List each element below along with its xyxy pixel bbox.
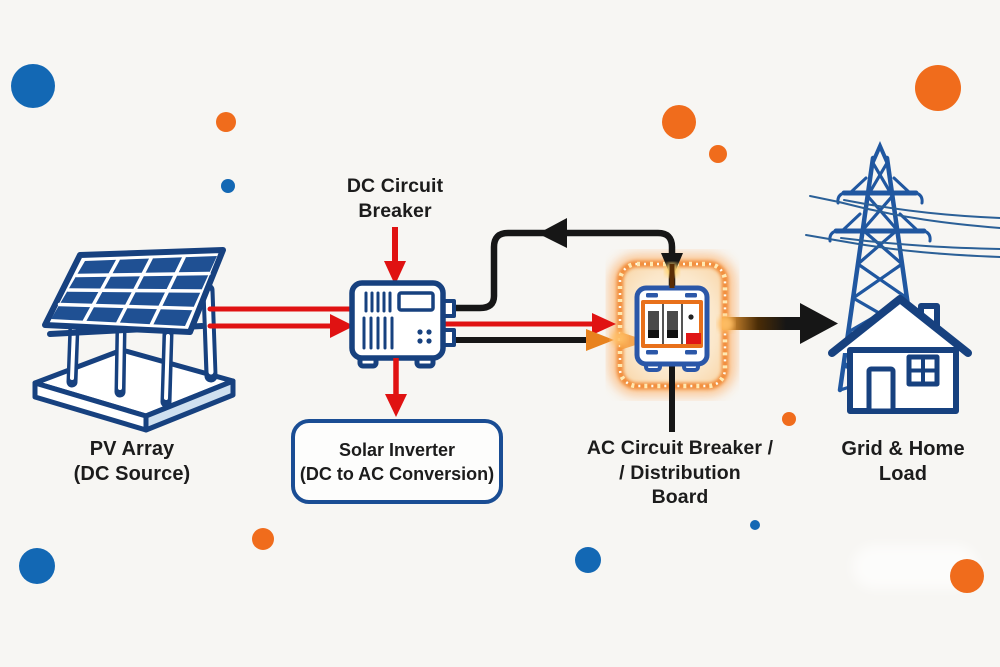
decor-dot-orange-1 (216, 112, 236, 132)
decor-dot-orange-6 (782, 412, 796, 426)
decor-dot-orange-7 (950, 559, 984, 593)
dc-breaker-label: DC Circuit Breaker (346, 175, 444, 222)
inverter-label-box: Solar Inverter (DC to AC Conversion) (291, 419, 503, 504)
decor-dot-orange-5 (252, 528, 274, 550)
dc-wires-pv-to-inverter (207, 306, 355, 338)
grid-home-label: Grid & Home Load (841, 438, 965, 485)
ac-breaker-label: AC Circuit Breaker / / Distribution Boar… (586, 437, 774, 508)
pv-array-label: PV Array (DC Source) (73, 438, 191, 485)
glow-flares (611, 263, 734, 346)
decor-dot-blue-4 (750, 520, 760, 530)
decor-dot-blue-5 (575, 547, 601, 573)
decor-dot-orange-4 (915, 65, 961, 111)
inverter-output-wires (443, 218, 683, 351)
power-lines (805, 195, 1000, 258)
decor-dot-blue-1 (11, 64, 55, 108)
decor-dot-blue-2 (221, 179, 235, 193)
ac-breaker-icon (634, 285, 710, 372)
dc-breaker-arrow (384, 227, 406, 285)
inverter-to-label-arrow (385, 358, 407, 417)
decor-dot-orange-3 (709, 145, 727, 163)
inverter-icon (349, 280, 456, 369)
decor-dot-blue-3 (19, 548, 55, 584)
decor-dot-orange-2 (662, 105, 696, 139)
house-icon (828, 295, 972, 414)
arrow-breaker-to-grid (722, 303, 838, 344)
pv-array-icon (32, 247, 236, 433)
